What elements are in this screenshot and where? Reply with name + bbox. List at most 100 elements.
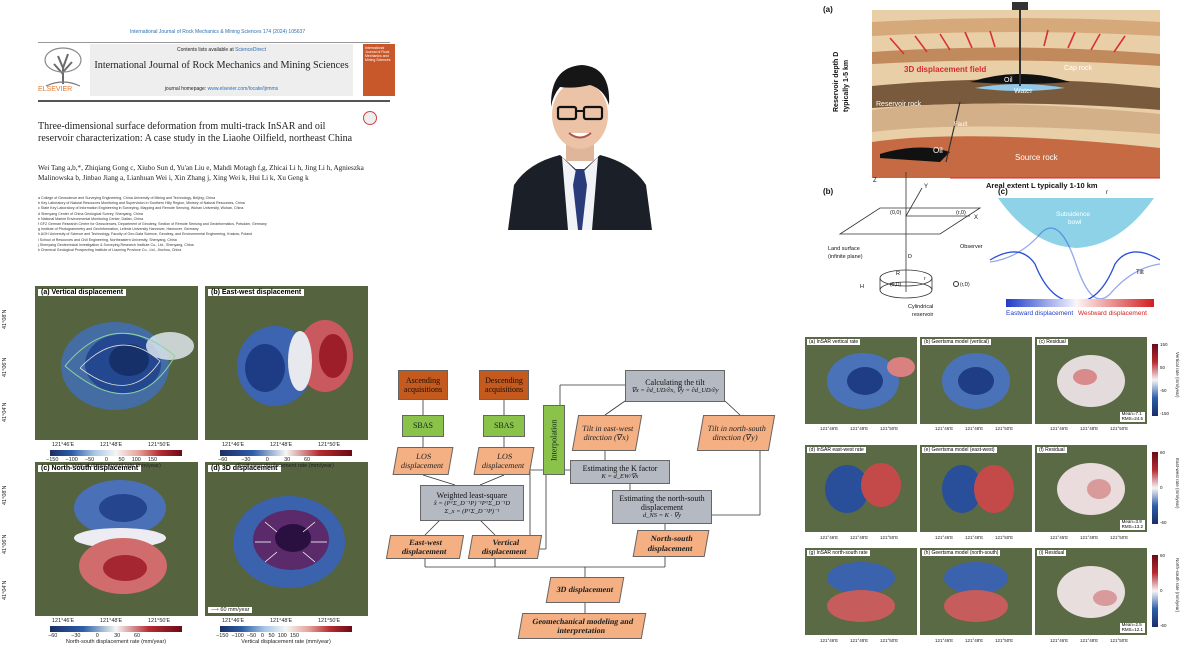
- ascending-node[interactable]: Ascending acquisitions: [398, 370, 448, 400]
- cell-label: (h) Geertsma model (north-south): [922, 550, 1001, 556]
- cbar-tick: −100: [231, 633, 244, 639]
- map-render: [205, 286, 368, 440]
- ns-estimate-node[interactable]: Estimating the north-south displacement …: [612, 490, 712, 524]
- geomech-node[interactable]: Geomechanical modeling and interpretatio…: [517, 613, 647, 639]
- descending-node[interactable]: Descending acquisitions: [479, 370, 529, 400]
- lon-tick: 121°48'E: [850, 535, 869, 540]
- eastward-label: Eastward displacement: [1006, 310, 1073, 317]
- lon-tick: 121°46'E: [935, 426, 954, 431]
- axis-x-label: X: [974, 215, 978, 221]
- journal-banner: Contents lists available at ScienceDirec…: [90, 44, 353, 96]
- affiliation-list: a College of Geoscience and Surveying En…: [38, 196, 378, 253]
- cell-label: (f) Residual: [1037, 447, 1067, 453]
- wls-node[interactable]: Weighted least-square x̂ = (PᵀΣ_D⁻¹P)⁻¹P…: [420, 485, 524, 521]
- lon-tick: 121°50'E: [148, 618, 171, 624]
- cbar-tick: −30: [71, 633, 81, 639]
- los-node[interactable]: LOS displacement: [473, 447, 535, 475]
- panel-c-label: (c): [998, 187, 1008, 196]
- lon-tick: 121°46'E: [1050, 638, 1069, 643]
- vertical-node[interactable]: Vertical displacement: [467, 535, 543, 559]
- cbar-tick: 150: [289, 633, 300, 639]
- cell-render: [920, 337, 1032, 424]
- mean-value: Mean=2.5: [1121, 622, 1142, 628]
- tilt-ew-node[interactable]: Tilt in east-west direction (∇x): [571, 415, 643, 451]
- cbar-tick: 0: [1160, 485, 1163, 490]
- lon-tick: 121°50'E: [318, 442, 341, 448]
- colorbar-vertical: [1152, 344, 1158, 416]
- contents-prefix: Contents lists available at: [177, 47, 236, 53]
- grid-cell-insar-east-west[interactable]: (d) InSAR east-west rate: [805, 445, 917, 532]
- oil-label-lower: Oil: [933, 146, 943, 155]
- affiliation: g Institute of Photogrammetry and GeoInf…: [38, 227, 199, 232]
- lon-tick: 121°46'E: [820, 638, 839, 643]
- cell-render: [1035, 337, 1147, 424]
- 3d-displacement-node[interactable]: 3D displacement: [545, 577, 625, 603]
- cover-title: International Journal of Rock Mechanics …: [365, 46, 391, 62]
- affiliation: k Chemical Geological Prospecting Instit…: [38, 248, 182, 253]
- lon-tick: 121°48'E: [1080, 426, 1099, 431]
- map-label: (a) Vertical displacement: [38, 289, 127, 296]
- los-node[interactable]: LOS displacement: [392, 447, 454, 475]
- interpolation-node[interactable]: Interpolation: [543, 405, 565, 475]
- cell-render: [805, 337, 917, 424]
- kfactor-node[interactable]: Estimating the K factor K = d_EW/∇x: [570, 460, 670, 484]
- displacement-field-label: 3D displacement field: [904, 65, 986, 74]
- grid-cell-insar-north-south[interactable]: (g) InSAR north-south rate: [805, 548, 917, 635]
- map-3d[interactable]: (d) 3D displacement ⟶ 60 mm/year: [205, 462, 368, 616]
- origin-label: (0,0): [890, 210, 901, 216]
- tilt-calc-title: Calculating the tilt: [645, 377, 705, 387]
- grid-cell-model-east-west[interactable]: (e) Geertsma model (east-west): [920, 445, 1032, 532]
- lon-tick: 121°46'E: [820, 535, 839, 540]
- colorbar-ticks: −60 −30 0 30 60: [218, 457, 310, 463]
- lon-tick: 121°50'E: [880, 638, 899, 643]
- lon-tick: 121°48'E: [100, 442, 123, 448]
- cbar-tick: 60: [1160, 450, 1166, 455]
- sbas-node[interactable]: SBAS: [402, 415, 444, 437]
- cell-label: (e) Geertsma model (east-west): [922, 447, 997, 453]
- cell-label: (b) Geertsma model (vertical): [922, 339, 992, 345]
- homepage-link[interactable]: www.elsevier.com/locate/ijrmms: [207, 86, 279, 92]
- map-render: [35, 462, 198, 616]
- affiliation: h AGH University of Science and Technolo…: [38, 232, 253, 237]
- colorbar-label: North-south displacement rate (mm/year): [65, 639, 167, 645]
- lat-tick: 41°06'N: [2, 357, 8, 377]
- colorbar: [220, 450, 352, 456]
- journal-title: International Journal of Rock Mechanics …: [94, 60, 349, 71]
- ns-estimate-title: Estimating the north-south displacement: [619, 494, 705, 513]
- cell-render: [805, 548, 917, 635]
- east-west-node[interactable]: East-west displacement: [385, 535, 465, 559]
- check-for-updates-icon[interactable]: [363, 111, 377, 125]
- sciencedirect-link[interactable]: ScienceDirect: [235, 47, 266, 53]
- tilt-ns-node[interactable]: Tilt in north-south direction (∇y): [696, 415, 776, 451]
- lon-tick: 121°46'E: [1050, 535, 1069, 540]
- cbar-tick: 30: [284, 457, 291, 463]
- affiliation: j Shenyang Geotechnical Investigation & …: [38, 242, 194, 247]
- cylinder-sub: reservoir: [912, 312, 934, 318]
- depth-label-2: typically 1-5 km: [843, 60, 850, 112]
- sbas-node[interactable]: SBAS: [483, 415, 525, 437]
- ns-displacement-node[interactable]: North-south displacement: [632, 530, 710, 557]
- lat-tick: 41°08'N: [2, 309, 8, 329]
- grid-cell-model-vertical[interactable]: (b) Geertsma model (vertical): [920, 337, 1032, 424]
- cbar-tick: −150: [216, 633, 229, 639]
- cbar-tick: −150: [46, 457, 59, 463]
- journal-citation[interactable]: International Journal of Rock Mechanics …: [130, 29, 306, 35]
- map-vertical[interactable]: (a) Vertical displacement: [35, 286, 198, 440]
- tilt-calc-node[interactable]: Calculating the tilt ∇x = ∂d_UD/∂x, ∇y =…: [625, 370, 725, 402]
- reservoir-rock-label: Reservoir rock: [876, 101, 922, 108]
- source-rock-label: Source rock: [1015, 153, 1059, 162]
- cell-render: [1035, 445, 1147, 532]
- grid-cell-model-north-south[interactable]: (h) Geertsma model (north-south): [920, 548, 1032, 635]
- map-east-west[interactable]: (b) East-west displacement: [205, 286, 368, 440]
- cell-render: [805, 445, 917, 532]
- mean-value: Mean=3.9: [1121, 519, 1142, 525]
- cell-render: [1035, 548, 1147, 635]
- lon-tick: 121°46'E: [52, 618, 75, 624]
- grid-cell-insar-vertical[interactable]: (a) InSAR vertical rate: [805, 337, 917, 424]
- map-north-south[interactable]: (c) North-south displacement: [35, 462, 198, 616]
- homepage-prefix: journal homepage:: [164, 86, 208, 92]
